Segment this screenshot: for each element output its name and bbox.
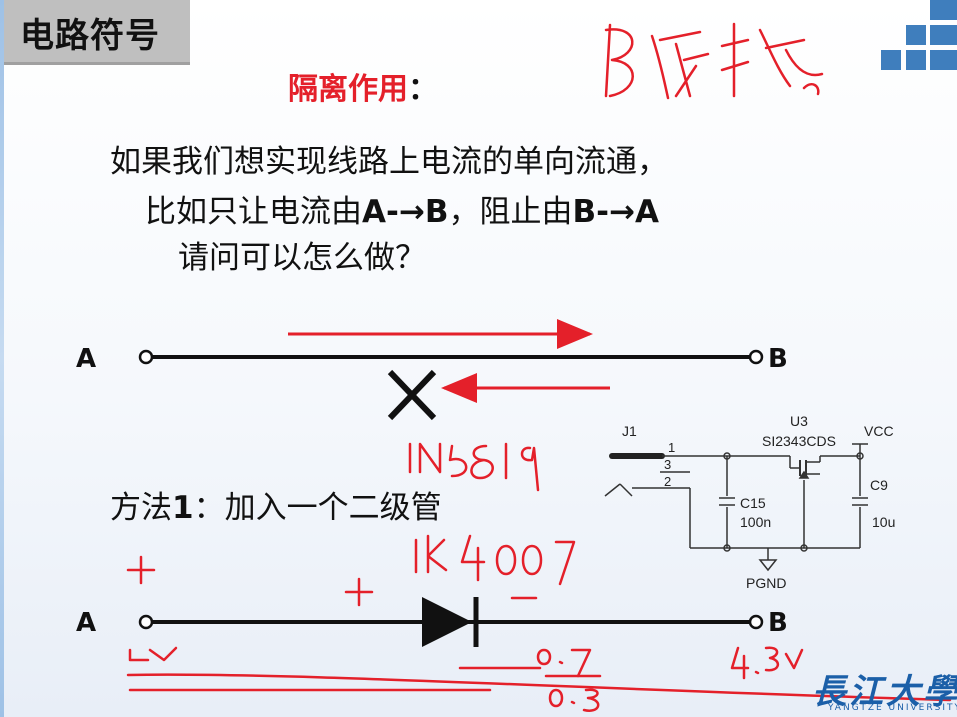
logo-english: YANGTZE UNIVERSITY — [828, 703, 957, 713]
c9-label: C9 — [870, 477, 888, 493]
question-node-a-from: A- — [362, 194, 399, 230]
logo-chinese: 長江大學 — [812, 672, 957, 712]
vcc-label: VCC — [864, 423, 894, 439]
section-heading-text: 隔离作用 — [288, 72, 408, 107]
c15-value: 100n — [740, 514, 771, 530]
top-node-b-label: B — [768, 344, 788, 374]
top-terminal-b — [748, 349, 764, 365]
handwritten-annotations — [126, 22, 952, 712]
handwriting-part-in4007 — [414, 534, 576, 586]
bottom-terminal-b — [748, 614, 764, 630]
bottom-terminal-a — [138, 614, 154, 630]
handwriting-title-1 — [604, 23, 634, 98]
junction-1 — [723, 452, 731, 460]
question-node-b-to: B — [424, 194, 449, 230]
c15-label: C15 — [740, 495, 766, 511]
bottom-node-b-label: B — [768, 608, 788, 638]
handwriting-part-1n5819 — [408, 442, 540, 492]
top-node-a-label: A — [76, 344, 97, 374]
top-terminal-a — [138, 349, 154, 365]
section-heading: 隔离作用： — [288, 64, 438, 108]
bottom-node-a-label: A — [76, 608, 97, 638]
section-heading-colon: ： — [408, 72, 438, 107]
question-line-2-part-a: 比如只让电流由 — [145, 194, 362, 230]
question-line-3-text: 请问可以怎么做？ — [178, 240, 426, 276]
pin1-label: 1 — [668, 440, 675, 455]
bottom-circuit — [138, 597, 764, 647]
handwriting-0-7 — [536, 648, 592, 678]
question-line-3: 请问可以怎么做？ — [178, 232, 426, 277]
c9-value: 10u — [872, 514, 895, 530]
question-node-b-from: B- — [572, 194, 609, 230]
blocked-x-mark — [387, 369, 437, 421]
question-line-1: 如果我们想实现线路上电流的单向流通， — [110, 136, 668, 181]
schematic-labels: J1 1 3 2 U3 SI2343CDS VCC C15 100n C9 10… — [622, 413, 895, 591]
handwriting-title-2 — [650, 30, 710, 100]
method-number: 1 — [172, 490, 194, 526]
method-prefix: 方法 — [110, 490, 172, 526]
slide-title: 电路符号 — [20, 16, 160, 56]
j1-label: J1 — [622, 423, 637, 439]
pin3-label: 3 — [664, 457, 671, 472]
underline-stroke-1 — [126, 673, 952, 702]
plus-sign-1 — [126, 555, 156, 585]
question-arrow-2: → — [608, 194, 635, 230]
pgnd-symbol — [758, 559, 778, 572]
schematic-diagram — [604, 443, 868, 572]
plus-sign-2 — [344, 577, 374, 607]
handwriting-0-3 — [548, 688, 600, 712]
question-line-2-part-d: ，阻止由 — [448, 194, 573, 230]
handwriting-title-3 — [720, 22, 824, 98]
method-1-label: 方法1：加入一个二级管 — [110, 482, 442, 527]
question-line-2: 比如只让电流由A-→B，阻止由B-→A — [145, 186, 659, 231]
u3-label: U3 — [790, 413, 808, 429]
top-circuit — [138, 319, 764, 421]
method-suffix: ：加入一个二级管 — [193, 490, 442, 526]
pgnd-label: PGND — [746, 575, 786, 591]
title-box: 电路符号 — [4, 0, 190, 65]
diode-triangle — [422, 597, 472, 647]
handwriting-5v — [128, 646, 178, 662]
pin2-label: 2 — [664, 474, 671, 489]
question-line-1-text: 如果我们想实现线路上电流的单向流通， — [110, 144, 668, 180]
question-arrow-1: → — [398, 194, 425, 230]
u3-part-label: SI2343CDS — [762, 433, 836, 449]
handwriting-4-3v — [730, 646, 804, 680]
question-node-a-to: A — [634, 194, 659, 230]
left-decoration-bar — [0, 0, 4, 717]
